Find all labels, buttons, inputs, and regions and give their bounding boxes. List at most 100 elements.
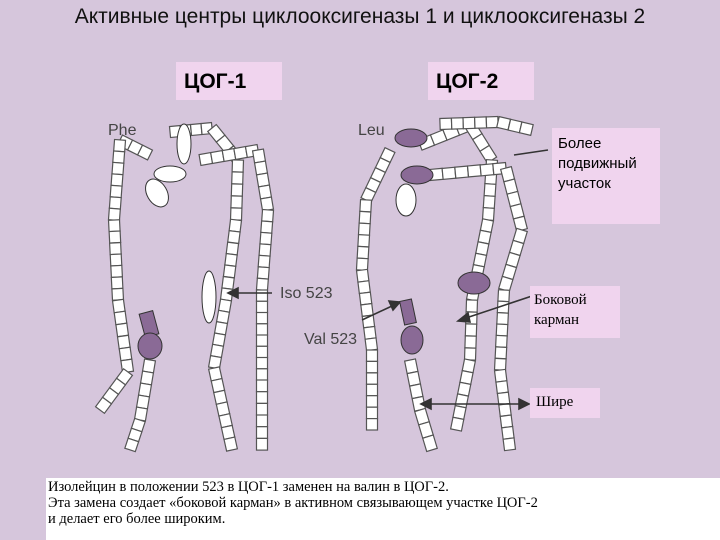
helix-segment (449, 416, 465, 432)
helix-segment (259, 231, 273, 246)
leu-side-chain (394, 128, 428, 148)
cox1-label: ЦОГ-1 (176, 62, 282, 100)
helix-segment (261, 208, 275, 223)
helix-segment (94, 396, 113, 415)
helix-segment (464, 323, 478, 337)
cox1-residue-blob (137, 332, 163, 360)
helix-segment (227, 229, 241, 245)
val523-arrowhead (387, 300, 402, 312)
helix-segment (363, 325, 377, 340)
helix-segment (499, 414, 514, 429)
helix-segment (230, 183, 244, 197)
helix-segment (255, 368, 269, 381)
helix-segment (116, 334, 131, 350)
mobile-region-label: Более подвижный участок (552, 128, 660, 224)
helix-segment (473, 116, 488, 129)
mobile-region-text: Более подвижный участок (558, 135, 637, 192)
helix-segment (494, 346, 508, 360)
slide-title: Активные центры циклооксигеназы 1 и цикл… (74, 5, 646, 28)
helix-segment (108, 230, 122, 244)
helix-segment (108, 241, 122, 256)
helix-segment (255, 391, 269, 405)
helix-segment (231, 159, 245, 173)
helix-segment (230, 195, 243, 209)
helix-segment (365, 360, 379, 374)
helix-segment (255, 277, 269, 292)
helix-segment (189, 122, 203, 137)
helix-segment (111, 287, 125, 301)
helix-segment (498, 402, 512, 418)
helix-segment (255, 334, 269, 347)
helix-segment (221, 275, 235, 291)
helix-segment (483, 183, 497, 197)
cox2-residue-bar (399, 298, 417, 326)
wider-arrowhead-left (419, 397, 432, 411)
helix-segment (465, 299, 479, 313)
helix-segment (113, 138, 127, 153)
iso523-arrowhead (226, 286, 239, 300)
helix-segment (358, 291, 373, 306)
helix-segment (255, 356, 269, 370)
caption: Изолейцин в положении 523 в ЦОГ-1 замене… (46, 478, 720, 540)
helix-segment (225, 241, 240, 256)
val523-arrow (361, 305, 393, 321)
helix-segment (450, 117, 465, 130)
helix-segment (358, 210, 372, 225)
helix-segment (482, 195, 496, 209)
helix-segment (229, 207, 243, 221)
cox2-ring-1 (400, 165, 434, 185)
helix-segment (107, 219, 121, 233)
helix-segment (365, 349, 379, 362)
iso523-side-chain (201, 270, 217, 324)
pocket-arrow (465, 293, 539, 319)
helix-segment (493, 357, 507, 371)
helix-segment (497, 289, 511, 303)
helix-segment (356, 245, 370, 260)
pocket-arrowhead-left (455, 311, 472, 323)
helix-segment (255, 300, 269, 314)
helix-segment (258, 243, 272, 257)
cox2-ring-2 (395, 183, 417, 217)
helix-segment (111, 161, 125, 176)
helix-segment (257, 254, 271, 269)
helix-segment (259, 196, 275, 212)
helix-segment (502, 437, 517, 452)
side-pocket-label: Боковой карман (530, 286, 620, 338)
helix-segment (365, 372, 379, 385)
helix-segment (255, 345, 269, 359)
helix-segment (493, 368, 508, 383)
helix-segment (464, 335, 477, 349)
helix-segment (110, 276, 124, 290)
wider-arrowhead-right (518, 397, 531, 411)
helix-segment (256, 266, 270, 280)
helix-segment (495, 380, 509, 395)
helix-segment (495, 323, 509, 337)
helix-segment (494, 334, 508, 349)
helix-segment (421, 434, 438, 453)
wider-label: Шире (530, 388, 600, 418)
helix-segment (365, 383, 379, 397)
helix-segment (479, 163, 495, 177)
helix-segment (462, 116, 476, 130)
side-pocket-residue (457, 271, 491, 295)
helix-segment (359, 198, 373, 213)
residue-shapes (137, 123, 491, 360)
leu-label: Leu (358, 122, 385, 139)
helix-segment (113, 310, 128, 326)
helix-segment (454, 165, 470, 179)
helix-segment (110, 264, 124, 279)
helix-segment (255, 402, 269, 416)
side-pocket-text: Боковой карман (534, 292, 587, 328)
helix-segment (481, 207, 495, 221)
iso523-label: Iso 523 (280, 285, 333, 302)
helix-segment (255, 289, 269, 302)
helix-segment (111, 298, 126, 314)
caption-line-2: Эта замена создает «боковой карман» в ак… (48, 495, 538, 511)
helix-segment (466, 164, 482, 178)
phe-side-chain (176, 123, 192, 165)
helix-segment (365, 406, 379, 420)
helix-segment (109, 253, 123, 267)
helix-segment (112, 150, 126, 164)
helix-segment (518, 121, 534, 137)
helix-segment (110, 173, 124, 187)
